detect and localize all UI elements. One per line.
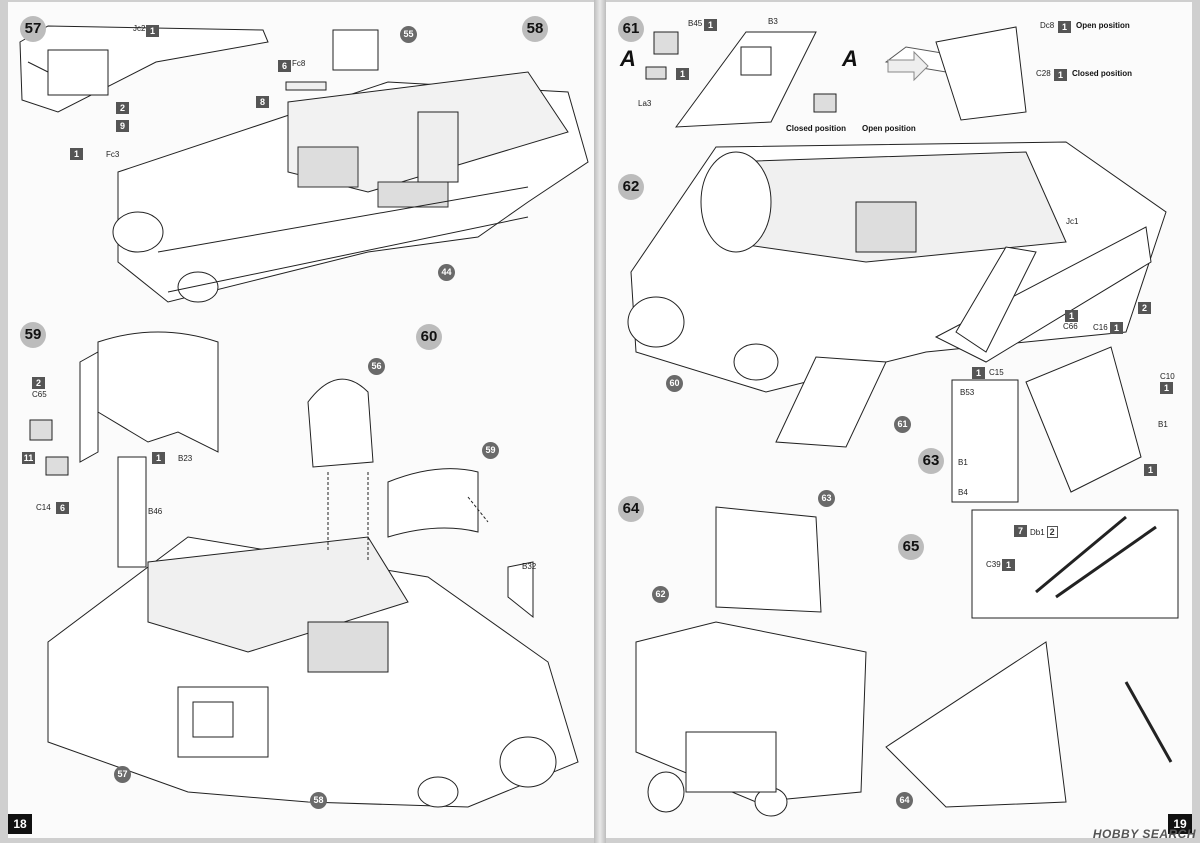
part-label-c16: C16: [1093, 323, 1108, 332]
callout-63: 63: [818, 490, 835, 507]
part-label-b46: B46: [148, 507, 163, 516]
instruction-page-right: 61 62 63 64 65 A A B45 B3 La3 Dc8 C28 Jc…: [606, 2, 1192, 838]
callout-57: 57: [114, 766, 131, 783]
qty-badge: 11: [22, 452, 35, 464]
step-number-61: 61: [618, 16, 644, 42]
part-label-c65: C65: [32, 390, 47, 399]
note-open-position: Open position: [1076, 21, 1130, 30]
part-label-la3: La3: [638, 99, 652, 108]
qty-badge: 1: [146, 25, 159, 37]
qty-badge: 2: [32, 377, 45, 389]
qty-badge: 1: [972, 367, 985, 379]
step-number-64: 64: [618, 496, 644, 522]
left-assembly-drawings: [19, 25, 589, 808]
step-number-63: 63: [918, 448, 944, 474]
qty-badge: 1: [676, 68, 689, 80]
part-label-b32: B32: [522, 562, 537, 571]
step-number-59: 59: [20, 322, 46, 348]
callout-62: 62: [652, 586, 669, 603]
qty-badge: 1: [1002, 559, 1015, 571]
qty-badge: 6: [278, 60, 291, 72]
note-closed-position: Closed position: [1072, 69, 1132, 78]
callout-60: 60: [666, 375, 683, 392]
note-open-position-a: Open position: [862, 124, 916, 133]
qty-badge: 9: [116, 120, 129, 132]
note-closed-position-a: Closed position: [786, 124, 846, 133]
qty-badge: 1: [1144, 464, 1157, 476]
part-label-b53: B53: [960, 388, 975, 397]
book-gutter: [594, 0, 606, 843]
qty-badge: 6: [56, 502, 69, 514]
step-number-62: 62: [618, 174, 644, 200]
right-assembly-drawings: [627, 26, 1179, 817]
qty-badge: 1: [70, 148, 83, 160]
part-label-jc2: Jc2: [133, 24, 146, 33]
part-label-c14: C14: [36, 503, 51, 512]
watermark: HOBBY SEARCH: [1092, 827, 1196, 841]
callout-44: 44: [438, 264, 455, 281]
qty-badge: 2: [116, 102, 129, 114]
part-label-c66: C66: [1063, 322, 1078, 331]
qty-badge: 1: [1058, 21, 1071, 33]
step-number-65: 65: [898, 534, 924, 560]
qty-badge: 1: [152, 452, 165, 464]
part-label-b3: B3: [768, 17, 778, 26]
qty-badge: 1: [1054, 69, 1067, 81]
callout-61: 61: [894, 416, 911, 433]
part-label-c10: C10: [1160, 372, 1175, 381]
part-label-fc3: Fc3: [106, 150, 120, 159]
qty-badge: 8: [256, 96, 269, 108]
step-number-60: 60: [416, 324, 442, 350]
qty-badge: 7: [1014, 525, 1027, 537]
callout-55: 55: [400, 26, 417, 43]
callout-58: 58: [310, 792, 327, 809]
part-label-b4: B4: [958, 488, 968, 497]
instruction-page-left: 57 58 59 60 Jc2 Fc3 Fc8 C65 B23 C14 B46 …: [8, 2, 594, 838]
part-label-c28: C28: [1036, 69, 1051, 78]
part-label-fc8: Fc8: [292, 59, 306, 68]
part-label-b1: B1: [1158, 420, 1168, 429]
part-label-b1: B1: [958, 458, 968, 467]
step-number-58: 58: [522, 16, 548, 42]
qty-badge: 1: [704, 19, 717, 31]
part-label-c15: C15: [989, 368, 1004, 377]
part-label-b23: B23: [178, 454, 193, 463]
qty-badge: 1: [1160, 382, 1173, 394]
callout-64: 64: [896, 792, 913, 809]
sub-number-badge: 2: [1046, 526, 1058, 538]
view-marker-a: A: [842, 46, 858, 71]
callout-56: 56: [368, 358, 385, 375]
part-label-dc8: Dc8: [1040, 21, 1055, 30]
view-marker-a: A: [620, 46, 636, 71]
qty-badge: 2: [1138, 302, 1151, 314]
qty-badge: 1: [1110, 322, 1123, 334]
page-number-right: 19: [1168, 814, 1192, 834]
part-label-b45: B45: [688, 19, 703, 28]
part-label-jc1: Jc1: [1066, 217, 1079, 226]
qty-badge: 1: [1065, 310, 1078, 322]
page-number-left: 18: [8, 814, 32, 834]
callout-59: 59: [482, 442, 499, 459]
step-number-57: 57: [20, 16, 46, 42]
part-label-c39: C39: [986, 560, 1001, 569]
